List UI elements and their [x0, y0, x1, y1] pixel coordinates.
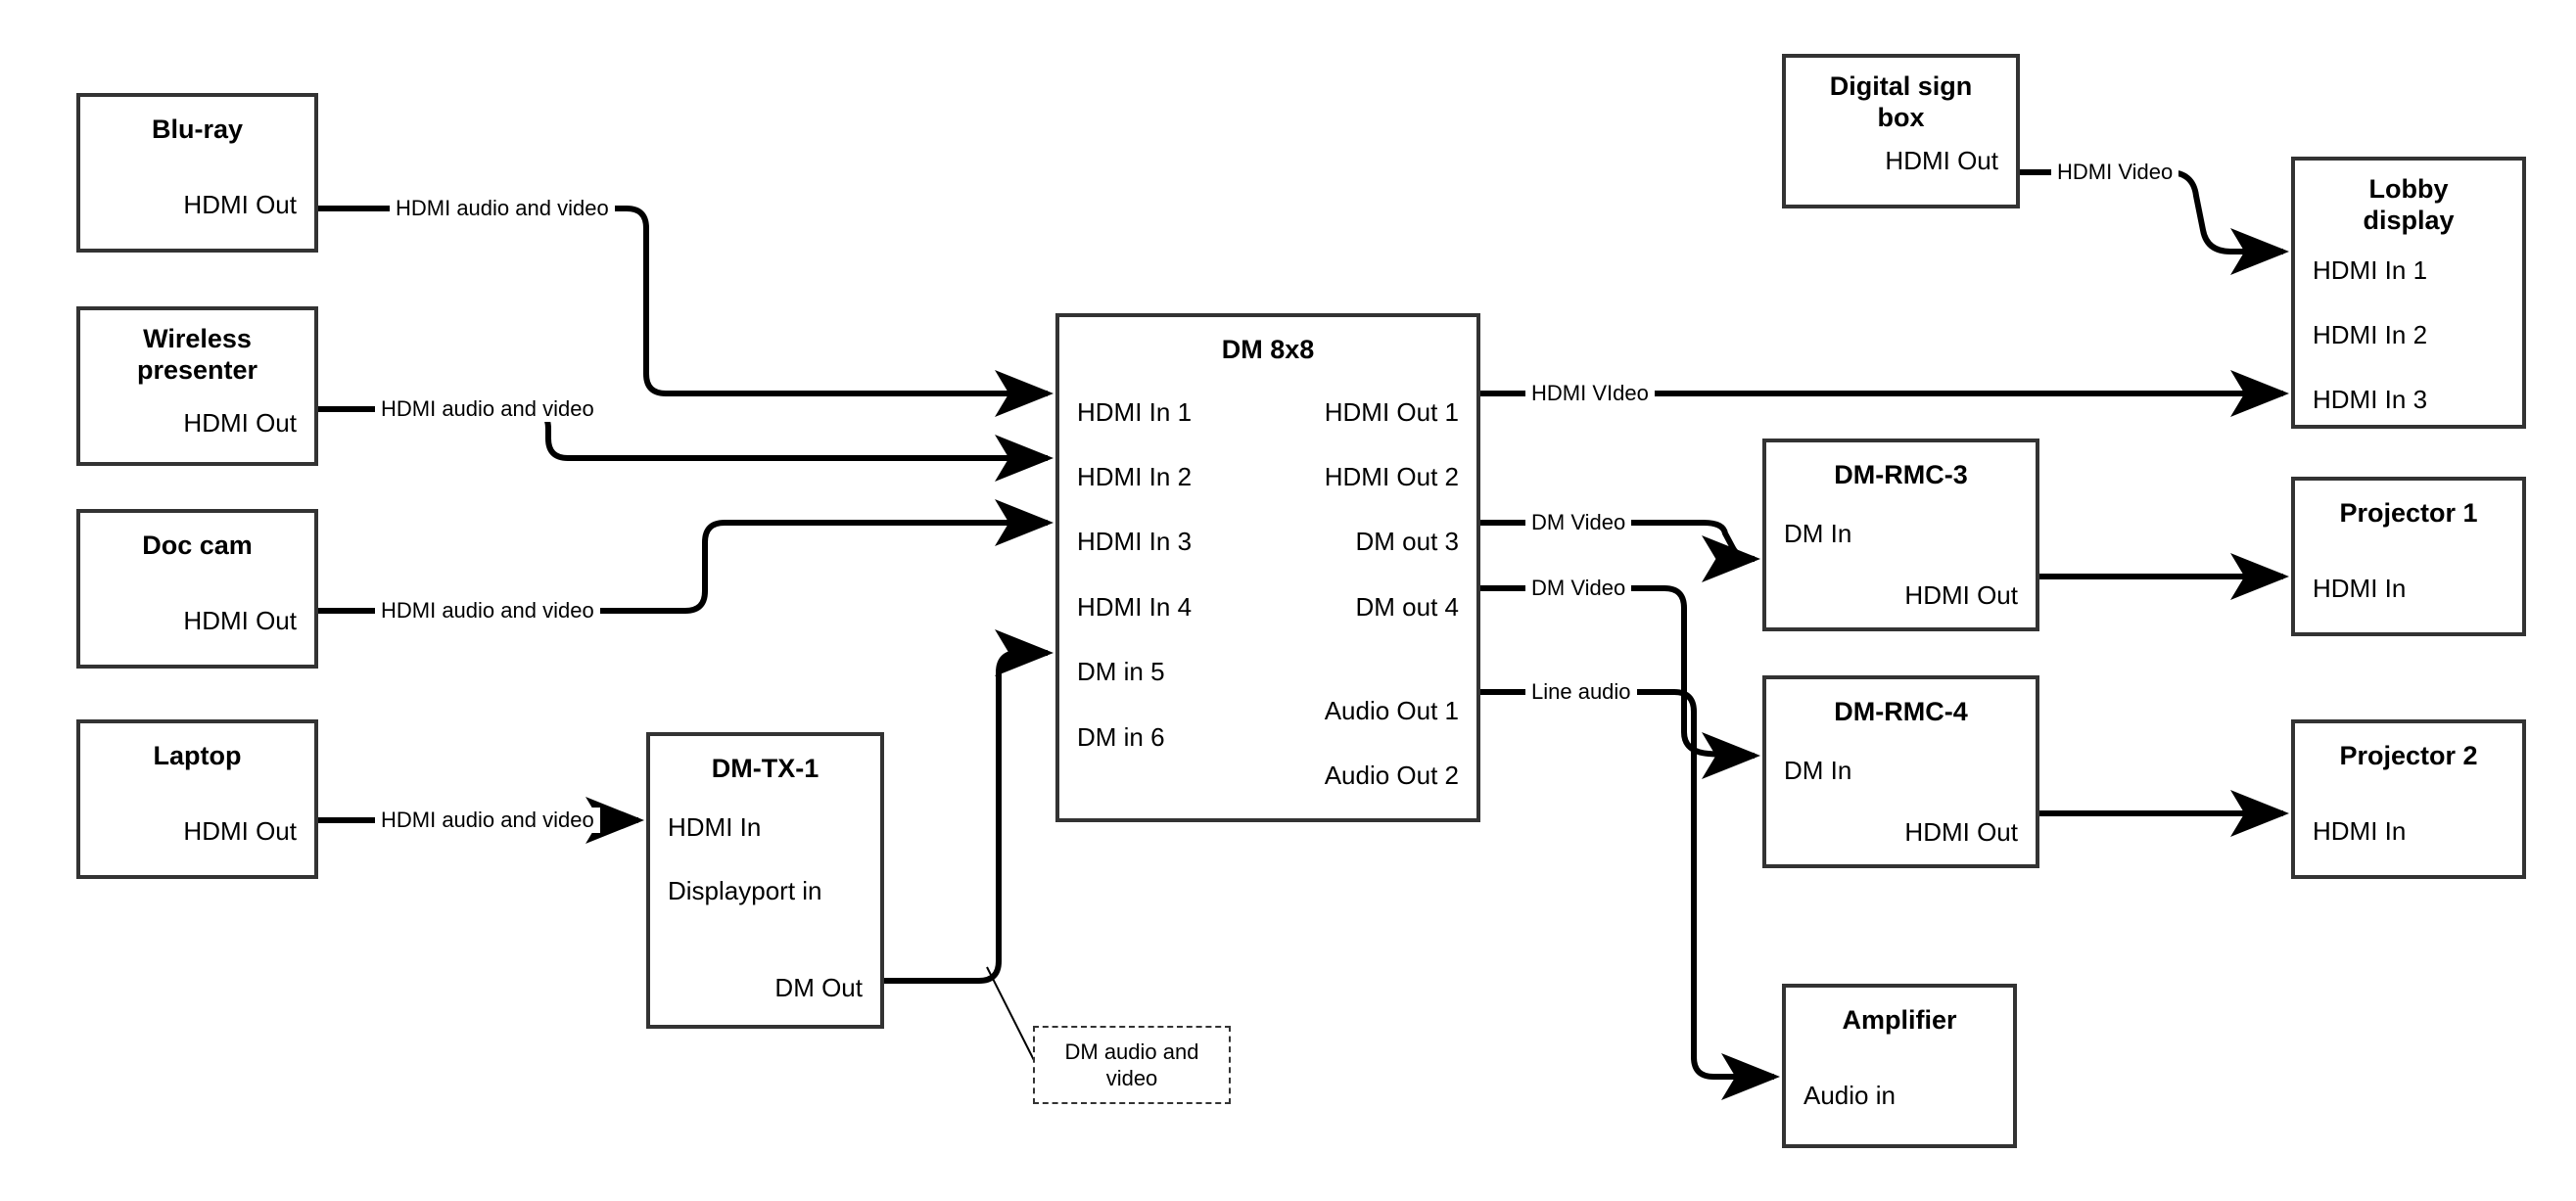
node-dm-8x8-title: DM 8x8: [1221, 335, 1315, 364]
wire-dm-out-4-to-rmc4: [1480, 585, 1760, 779]
node-dm-rmc-3[interactable]: DM-RMC-3 DM In HDMI Out: [1762, 439, 2039, 631]
port-dm-8x8-hdmi-in-2[interactable]: HDMI In 2: [1077, 462, 1193, 491]
port-doc-cam-hdmi-out[interactable]: HDMI Out: [183, 606, 297, 635]
port-dm-8x8-hdmi-in-3[interactable]: HDMI In 3: [1077, 527, 1193, 556]
node-doc-cam[interactable]: Doc cam HDMI Out: [76, 509, 318, 669]
port-dm-rmc-4-dm-in[interactable]: DM In: [1784, 756, 1852, 785]
node-projector-1[interactable]: Projector 1 HDMI In: [2291, 477, 2526, 636]
port-dm-tx-1-hdmi-in[interactable]: HDMI In: [668, 812, 762, 842]
node-projector-2-title: Projector 2: [2339, 741, 2478, 770]
node-wireless-presenter[interactable]: Wireless presenter HDMI Out: [76, 306, 318, 466]
node-dm-tx-1[interactable]: DM-TX-1 HDMI In Displayport in DM Out: [646, 732, 884, 1029]
port-dm-rmc-3-dm-in[interactable]: DM In: [1784, 519, 1852, 548]
node-bluray-title: Blu-ray: [151, 115, 244, 144]
port-dm-8x8-audio-out-2[interactable]: Audio Out 2: [1324, 761, 1459, 790]
port-dm-rmc-3-hdmi-out[interactable]: HDMI Out: [1904, 580, 2018, 610]
wire-label-hdmi-video-lobby-in-3: HDMI VIdeo: [1525, 381, 1655, 406]
port-projector-1-hdmi-in[interactable]: HDMI In: [2313, 574, 2407, 603]
port-dm-8x8-hdmi-in-4[interactable]: HDMI In 4: [1077, 592, 1193, 622]
node-digital-sign-box[interactable]: Digital sign box HDMI Out: [1782, 54, 2020, 208]
node-amplifier[interactable]: Amplifier Audio in: [1782, 984, 2017, 1148]
wire-label-wireless-hdmi-av: HDMI audio and video: [375, 396, 600, 422]
node-lobby-display-title: Lobby display: [2363, 174, 2455, 235]
wire-label-line-audio: Line audio: [1525, 679, 1637, 705]
port-lobby-display-hdmi-in-1[interactable]: HDMI In 1: [2313, 255, 2428, 285]
wire-dmtx-to-dm-in-5: [884, 629, 1054, 984]
wire-label-laptop-hdmi-av: HDMI audio and video: [375, 808, 600, 833]
node-dm-8x8[interactable]: DM 8x8 HDMI In 1 HDMI In 2 HDMI In 3 HDM…: [1055, 313, 1480, 822]
node-projector-1-title: Projector 1: [2339, 498, 2478, 528]
node-dm-rmc-4-title: DM-RMC-4: [1834, 697, 1968, 726]
node-dm-rmc-4[interactable]: DM-RMC-4 DM In HDMI Out: [1762, 675, 2039, 868]
port-dm-8x8-dm-in-6[interactable]: DM in 6: [1077, 722, 1165, 752]
port-dm-8x8-hdmi-out-1[interactable]: HDMI Out 1: [1324, 397, 1459, 427]
node-lobby-display[interactable]: Lobby display HDMI In 1 HDMI In 2 HDMI I…: [2291, 157, 2526, 429]
port-lobby-display-hdmi-in-2[interactable]: HDMI In 2: [2313, 320, 2428, 349]
port-lobby-display-hdmi-in-3[interactable]: HDMI In 3: [2313, 385, 2428, 414]
node-amplifier-title: Amplifier: [1842, 1005, 1957, 1035]
port-dm-8x8-dm-out-3[interactable]: DM out 3: [1355, 527, 1460, 556]
port-wireless-presenter-hdmi-out[interactable]: HDMI Out: [183, 408, 297, 438]
callout-dm-audio-and-video: DM audio and video: [1033, 1026, 1231, 1104]
wire-label-doccam-hdmi-av: HDMI audio and video: [375, 598, 600, 624]
wire-audio-out-1-to-amplifier: [1480, 689, 1780, 1100]
node-doc-cam-title: Doc cam: [142, 531, 253, 560]
port-laptop-hdmi-out[interactable]: HDMI Out: [183, 816, 297, 846]
port-dm-rmc-4-hdmi-out[interactable]: HDMI Out: [1904, 817, 2018, 847]
node-dm-tx-1-title: DM-TX-1: [711, 754, 820, 783]
node-laptop[interactable]: Laptop HDMI Out: [76, 719, 318, 879]
port-dm-8x8-audio-out-1[interactable]: Audio Out 1: [1324, 696, 1459, 725]
port-projector-2-hdmi-in[interactable]: HDMI In: [2313, 816, 2407, 846]
port-amplifier-audio-in[interactable]: Audio in: [1803, 1081, 1896, 1110]
wire-label-bluray-hdmi-av: HDMI audio and video: [390, 196, 615, 221]
port-bluray-hdmi-out[interactable]: HDMI Out: [183, 190, 297, 219]
port-dm-8x8-hdmi-out-2[interactable]: HDMI Out 2: [1324, 462, 1459, 491]
node-projector-2[interactable]: Projector 2 HDMI In: [2291, 719, 2526, 879]
wire-bluray-to-dm-in-1: [318, 206, 1054, 417]
node-wireless-presenter-title: Wireless presenter: [136, 324, 258, 385]
leader-line-dm-audio-video: [986, 966, 1041, 1073]
port-digital-sign-box-hdmi-out[interactable]: HDMI Out: [1885, 146, 1998, 175]
port-dm-tx-1-displayport-in[interactable]: Displayport in: [668, 876, 822, 905]
port-dm-8x8-dm-in-5[interactable]: DM in 5: [1077, 657, 1165, 686]
port-dm-8x8-hdmi-in-1[interactable]: HDMI In 1: [1077, 397, 1193, 427]
node-dm-rmc-3-title: DM-RMC-3: [1834, 460, 1968, 489]
node-laptop-title: Laptop: [153, 741, 242, 770]
wire-label-dm-video-rmc4: DM Video: [1525, 576, 1632, 601]
node-digital-sign-box-title: Digital sign box: [1829, 71, 1973, 132]
port-dm-tx-1-dm-out[interactable]: DM Out: [774, 973, 863, 1002]
node-bluray[interactable]: Blu-ray HDMI Out: [76, 93, 318, 253]
port-dm-8x8-dm-out-4[interactable]: DM out 4: [1355, 592, 1460, 622]
wire-label-dm-video-rmc3: DM Video: [1525, 510, 1632, 535]
wire-label-hdmi-video-lobby-in-1: HDMI Video: [2051, 160, 2179, 185]
